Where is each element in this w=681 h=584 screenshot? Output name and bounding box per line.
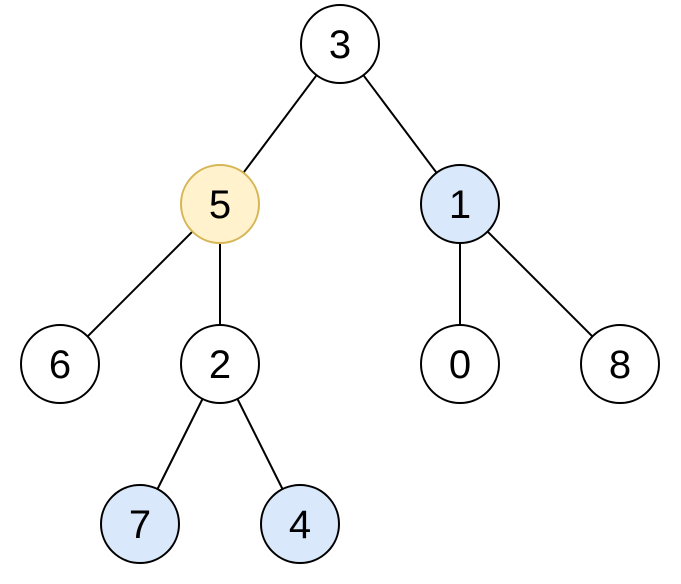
node-label: 5 bbox=[209, 183, 231, 227]
tree-node-6: 6 bbox=[20, 324, 100, 404]
tree-node-5: 5 bbox=[180, 164, 260, 244]
node-circle bbox=[420, 164, 500, 244]
edge-n2-n7 bbox=[156, 398, 204, 490]
node-label: 6 bbox=[49, 343, 71, 387]
node-circle bbox=[260, 484, 340, 564]
node-label: 1 bbox=[449, 183, 471, 227]
node-circle bbox=[180, 324, 260, 404]
tree-node-3: 3 bbox=[300, 4, 380, 84]
tree-node-1: 1 bbox=[420, 164, 500, 244]
node-circle bbox=[420, 324, 500, 404]
edge-n5-n6 bbox=[86, 230, 194, 338]
tree-node-0: 0 bbox=[420, 324, 500, 404]
node-circle bbox=[580, 324, 660, 404]
edge-n1-n8 bbox=[486, 230, 594, 338]
node-label: 4 bbox=[289, 503, 311, 547]
tree-node-4: 4 bbox=[260, 484, 340, 564]
node-label: 3 bbox=[329, 23, 351, 67]
node-label: 7 bbox=[129, 503, 151, 547]
node-label: 0 bbox=[449, 343, 471, 387]
tree-node-7: 7 bbox=[100, 484, 180, 564]
edge-n2-n4 bbox=[236, 398, 284, 490]
node-circle bbox=[300, 4, 380, 84]
tree-node-2: 2 bbox=[180, 324, 260, 404]
nodes-layer: 3 5 1 6 2 0 8 7 4 bbox=[20, 4, 660, 564]
node-circle bbox=[180, 164, 260, 244]
edge-n3-n5 bbox=[242, 74, 318, 174]
edge-n3-n1 bbox=[362, 74, 438, 174]
node-label: 2 bbox=[209, 343, 231, 387]
tree-node-8: 8 bbox=[580, 324, 660, 404]
edges-layer bbox=[86, 74, 594, 490]
node-circle bbox=[100, 484, 180, 564]
node-circle bbox=[20, 324, 100, 404]
node-label: 8 bbox=[609, 343, 631, 387]
